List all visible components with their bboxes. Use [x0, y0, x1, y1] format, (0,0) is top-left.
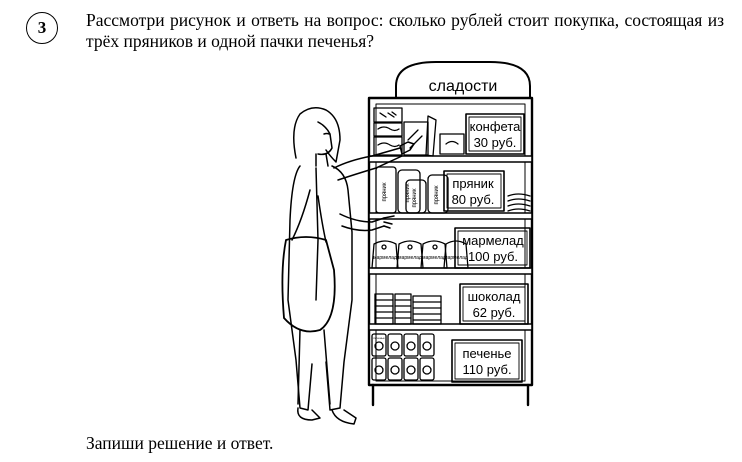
pack-label: мармелад — [373, 255, 397, 261]
pack-label: печенье — [373, 336, 385, 340]
price-tag-name: пряник — [452, 176, 494, 191]
price-tag-name: конфета — [470, 119, 522, 134]
pack-label: пряник — [412, 188, 418, 207]
task-question: Рассмотри рисунок и ответь на вопрос: ск… — [86, 10, 724, 51]
candy-boxes — [373, 107, 465, 157]
task-instruction: Запиши решение и ответ. — [86, 433, 274, 453]
task-number: 3 — [37, 18, 47, 37]
shelf-sign-label: сладости — [429, 78, 498, 95]
price-tag-name: печенье — [462, 346, 511, 361]
gingerbread-packs: пряник пряник пряник пряник — [375, 166, 531, 214]
shelf-sign: сладости — [395, 61, 531, 99]
pack-label: пряник — [382, 182, 388, 201]
price-tag-price: 100 руб. — [468, 249, 518, 264]
woman-shopper — [281, 107, 415, 425]
shelf-unit — [367, 96, 534, 407]
cookie-packs: печенье — [371, 333, 435, 381]
marmalade-bags: мармелад мармелад мармелад мармелад — [371, 240, 469, 269]
price-tag-price: 110 руб. — [462, 362, 511, 377]
pack-label: мармелад — [398, 255, 422, 261]
pack-label: пряник — [405, 183, 411, 202]
price-tag-price: 80 руб. — [452, 192, 495, 207]
chocolate-bars — [374, 293, 442, 325]
price-tag-shokolad: шоколад 62 руб. — [459, 283, 529, 325]
price-tag-pechenye: печенье 110 руб. — [451, 339, 523, 383]
price-tag-konfeta: конфета 30 руб. — [465, 113, 525, 155]
pack-label: мармелад — [422, 255, 446, 261]
price-tag-name: мармелад — [462, 233, 524, 248]
price-tag-name: шоколад — [468, 289, 521, 304]
task-number-badge: 3 — [26, 12, 58, 44]
price-tag-pryanik: пряник 80 руб. — [443, 170, 505, 212]
pack-label: мармелад — [444, 255, 468, 261]
price-tag-price: 30 руб. — [474, 135, 517, 150]
pack-label: пряник — [434, 185, 440, 204]
price-tag-marmelad: мармелад 100 руб. — [454, 227, 531, 269]
price-tag-price: 62 руб. — [473, 305, 516, 320]
